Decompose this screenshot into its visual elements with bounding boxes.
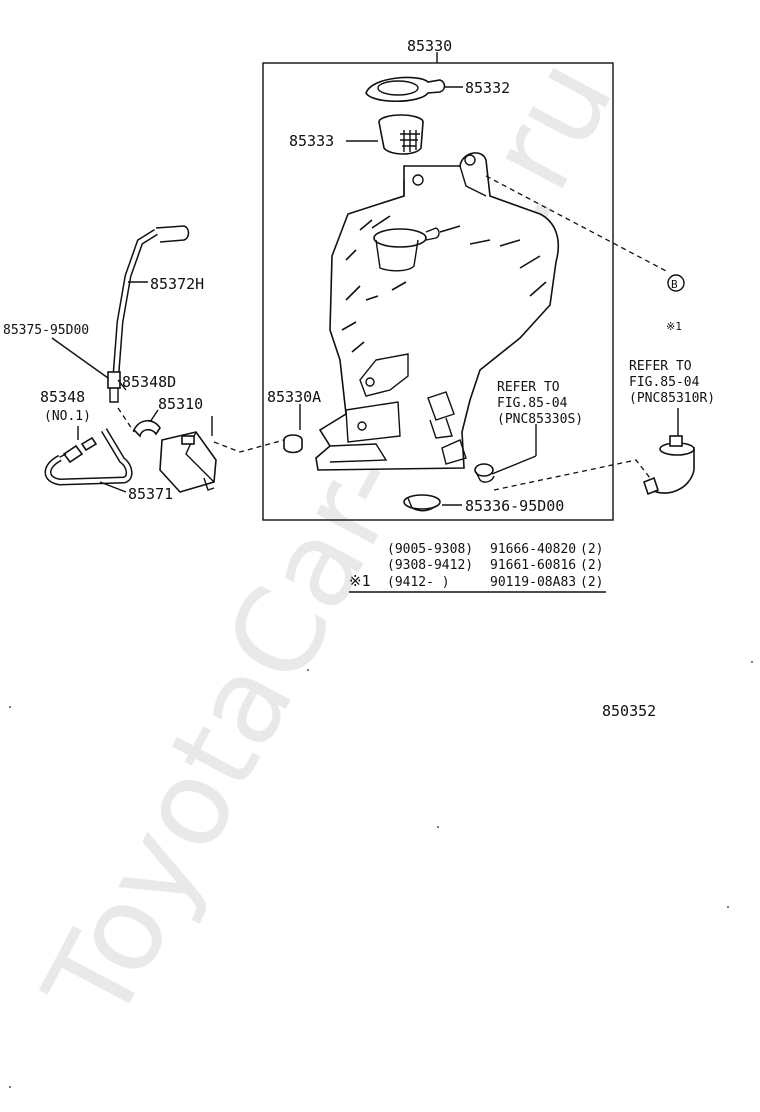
label-85330A: 85330A <box>267 388 321 406</box>
label-85336: 85336-95D00 <box>465 497 564 515</box>
joint-85375 <box>107 371 121 403</box>
marker-note: ※1 <box>666 320 682 333</box>
note-row3-part: 90119-08A83 <box>490 575 576 590</box>
washer-pump-85310 <box>159 431 217 493</box>
note-row3-qty: (2) <box>580 575 603 590</box>
hose-85371 <box>44 428 133 486</box>
note-row2-part: 91661-60816 <box>490 558 576 573</box>
note-row1-range: (9005-9308) <box>387 542 473 557</box>
note-symbol: ※1 <box>349 572 371 590</box>
leader-85375 <box>51 337 109 379</box>
dashed-to-marker <box>485 175 669 273</box>
grommet-85330A <box>283 434 303 454</box>
note-table: (9005-9308) 91666-40820 (2) (9308-9412) … <box>349 542 606 593</box>
strainer-85333 <box>378 114 424 155</box>
check-valve-85348 <box>57 436 98 464</box>
leader-refer-left <box>491 455 537 475</box>
label-85310: 85310 <box>158 395 203 413</box>
refer-left-line3: (PNC85330S) <box>497 412 583 427</box>
dashed-to-right-pump <box>493 459 651 491</box>
washer-reservoir-tank <box>315 152 560 471</box>
watermark: ToyotaCar-Mine.ru <box>17 37 640 1044</box>
marker-letter: B <box>671 278 678 291</box>
drain-plug-85336 <box>403 494 441 512</box>
refer-right-line2: FIG.85-04 <box>629 375 700 390</box>
label-85372H: 85372H <box>150 275 204 293</box>
label-85371: 85371 <box>128 485 173 503</box>
label-85348D: 85348D <box>122 373 176 391</box>
washer-pump-right <box>643 435 695 496</box>
elbow-hose <box>133 419 161 438</box>
leader-85310 <box>149 409 159 423</box>
reservoir-assembly-box <box>262 62 614 521</box>
figure-number: 850352 <box>602 702 656 720</box>
label-85348: 85348 <box>40 388 85 406</box>
refer-right-line1: REFER TO <box>629 359 692 374</box>
note-row3-range: (9412- ) <box>387 575 450 590</box>
label-85348-no: (NO.1) <box>44 409 91 424</box>
note-row1-qty: (2) <box>580 542 603 557</box>
marker-circle <box>667 274 685 292</box>
dashed-pump-to-grommet <box>213 439 285 453</box>
refer-left-line2: FIG.85-04 <box>497 396 568 411</box>
label-85375: 85375-95D00 <box>3 323 89 338</box>
label-85333: 85333 <box>289 132 334 150</box>
scan-specks <box>9 661 753 1088</box>
dashed-hose-to-elbow <box>117 407 135 433</box>
refer-left-line1: REFER TO <box>497 380 560 395</box>
leader-85371 <box>99 481 127 493</box>
plug-85336 <box>474 463 495 483</box>
note-row2-range: (9308-9412) <box>387 558 473 573</box>
refer-right-line3: (PNC85310R) <box>629 391 715 406</box>
note-row2-qty: (2) <box>580 558 603 573</box>
hose-85372H <box>112 225 190 375</box>
leader-85348D <box>117 379 127 391</box>
label-85330: 85330 <box>407 37 452 55</box>
label-85332: 85332 <box>465 79 510 97</box>
note-row1-part: 91666-40820 <box>490 542 576 557</box>
cap-85332 <box>365 76 446 102</box>
